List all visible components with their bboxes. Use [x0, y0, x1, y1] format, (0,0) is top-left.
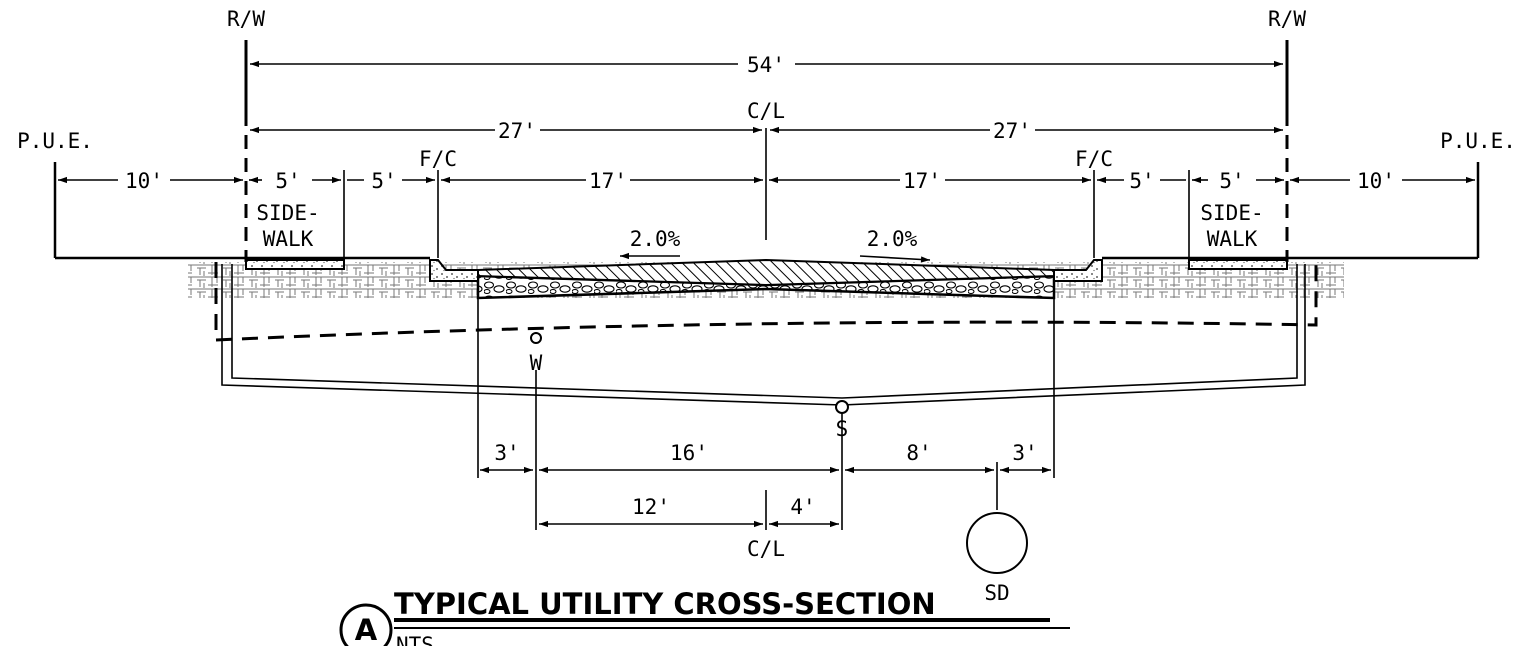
- water-main-icon: [530, 332, 542, 344]
- pue-width-left-label: 10': [125, 169, 163, 193]
- scale-label: NTS: [396, 633, 434, 646]
- dim-16-label: 16': [670, 441, 708, 465]
- parkway-width-right-label: 5': [1129, 169, 1154, 193]
- curb-left: [429, 259, 479, 282]
- dim-4-label: 4': [790, 495, 815, 519]
- slope-left-label: 2.0%: [630, 227, 681, 251]
- storm-drain-icon: [966, 512, 1028, 574]
- dim-12-label: 12': [632, 495, 670, 519]
- pue-left-label: P.U.E.: [17, 129, 93, 153]
- centerline-top-label: C/L: [747, 99, 785, 123]
- rw-lines: [244, 40, 1289, 262]
- title-block: A TYPICAL UTILITY CROSS-SECTION NTS: [339, 587, 1070, 646]
- fc-left-label: F/C: [419, 147, 457, 171]
- pue-right-label: P.U.E.: [1440, 129, 1516, 153]
- title-text: TYPICAL UTILITY CROSS-SECTION: [394, 587, 936, 621]
- fc-right-label: F/C: [1075, 147, 1113, 171]
- street-half-right-label: 17': [903, 169, 941, 193]
- parkway-width-left-label: 5': [371, 169, 396, 193]
- dimension-labels: R/W R/W 54' C/L 27' 27' P.U.E. P.U.E. F/…: [17, 7, 1516, 605]
- sewer-label: S: [836, 417, 849, 441]
- extension-lines: [343, 128, 1190, 530]
- sidewalk-right: [1188, 259, 1288, 270]
- section-badge-letter: A: [355, 613, 378, 646]
- sewer-main-icon: [835, 400, 849, 414]
- sidewalk-right-line1: SIDE-: [1200, 201, 1263, 225]
- dim-3-left-label: 3': [494, 441, 519, 465]
- sidewalk-width-right-label: 5': [1219, 169, 1244, 193]
- half-left-label: 27': [498, 119, 536, 143]
- section-badge-icon: [339, 603, 393, 646]
- curb-right: [1053, 259, 1103, 282]
- dimension-lines: [58, 60, 1475, 528]
- centerline-bottom-label: C/L: [747, 537, 785, 561]
- ground-line: [53, 162, 1480, 260]
- storm-drain-label: SD: [984, 581, 1009, 605]
- storm-drain: [966, 512, 1028, 574]
- street-half-left-label: 17': [589, 169, 627, 193]
- pue-width-right-label: 10': [1357, 169, 1395, 193]
- water-label: W: [530, 351, 543, 375]
- sidewalk-left: [245, 259, 345, 270]
- dim-3-right-label: 3': [1012, 441, 1037, 465]
- dim-8-label: 8': [906, 441, 931, 465]
- rw-left-label: R/W: [227, 7, 265, 31]
- sidewalk-width-left-label: 5': [275, 169, 300, 193]
- slope-right-label: 2.0%: [867, 227, 918, 251]
- total-width-label: 54': [747, 53, 785, 77]
- sidewalk-left-line2: WALK: [263, 227, 314, 251]
- half-right-label: 27': [993, 119, 1031, 143]
- rw-right-label: R/W: [1268, 7, 1306, 31]
- sidewalk-left-line1: SIDE-: [256, 201, 319, 225]
- water-main: [530, 332, 542, 344]
- gas-line-dashed: [214, 262, 1318, 342]
- sewer-main: [835, 400, 849, 414]
- sidewalk-right-line2: WALK: [1207, 227, 1258, 251]
